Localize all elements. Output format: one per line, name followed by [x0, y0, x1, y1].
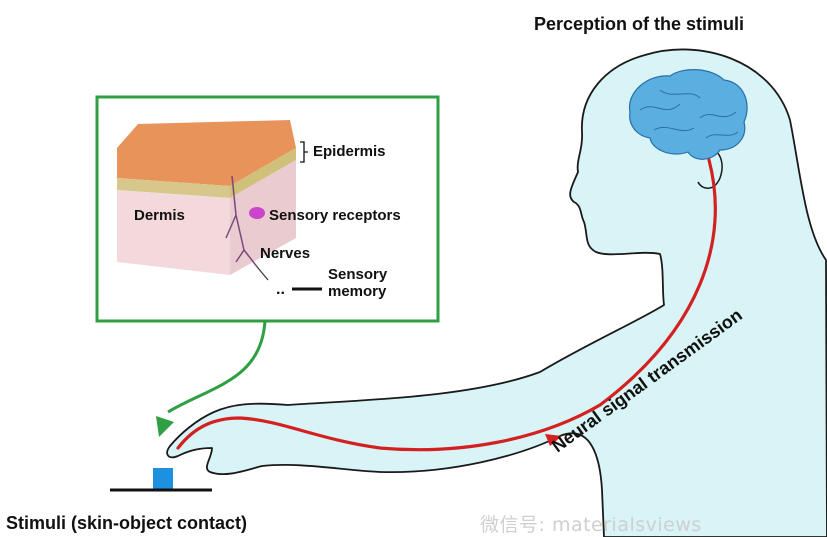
zoom-arrowhead: [156, 416, 174, 437]
stimulus-label: Stimuli (skin-object contact): [6, 513, 247, 534]
dermis-label: Dermis: [134, 207, 185, 224]
watermark: 微信号: materialsviews: [480, 510, 702, 537]
receptors-label: Sensory receptors: [269, 207, 401, 224]
memory-dots: ..: [276, 281, 285, 298]
stimulus-object: [153, 468, 173, 489]
perception-title: Perception of the stimuli: [534, 14, 744, 35]
zoom-arrow: [168, 320, 265, 412]
memory-label-line2: memory: [328, 283, 386, 300]
nerves-label: Nerves: [260, 245, 310, 262]
sensory-receptor: [249, 207, 265, 219]
memory-label-line1: Sensory: [328, 266, 387, 283]
epidermis-label: Epidermis: [313, 143, 386, 160]
